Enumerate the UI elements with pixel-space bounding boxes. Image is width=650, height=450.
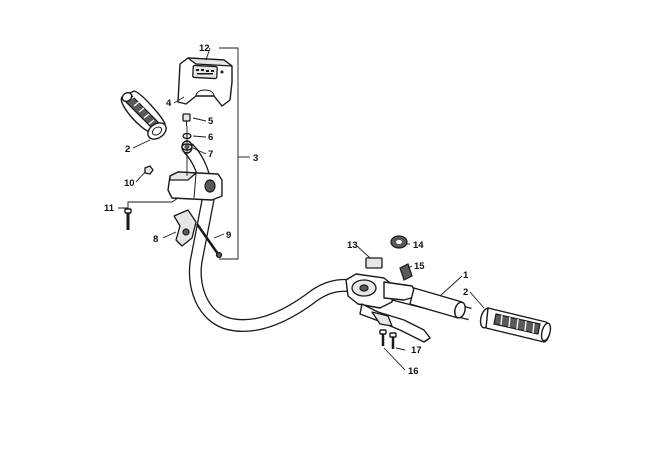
throttle-cover [177,57,233,107]
callout-14: 14 [413,240,424,251]
screw-17 [389,332,397,349]
callout-1: 1 [463,270,469,281]
left-grip [120,90,167,140]
callout-5: 5 [208,116,214,127]
callouts: 12 4 5 6 7 2 3 10 11 8 9 13 14 15 1 2 17… [104,43,469,377]
screw-9 [195,223,223,259]
callout-17: 17 [411,345,422,356]
callout-2-left: 2 [125,144,130,155]
brake-master-cylinder [345,273,419,309]
throttle-housing [167,171,223,201]
callout-7: 7 [208,149,213,160]
right-grip [479,307,552,343]
callout-6: 6 [208,132,213,143]
nut-10 [144,165,154,175]
callout-8: 8 [153,234,158,245]
callout-3: 3 [253,153,258,164]
washer-14 [390,235,408,249]
callout-16: 16 [408,366,419,377]
leader-lines [118,47,485,371]
callout-4: 4 [166,98,172,109]
decal-13 [365,257,383,269]
throttle-lever [173,209,197,247]
callout-10: 10 [124,178,135,189]
callout-15: 15 [414,261,425,272]
brake-lever [359,303,431,343]
callout-12: 12 [199,43,210,54]
screw-11 [124,208,132,230]
screw-5 [182,113,191,126]
callout-13: 13 [347,240,358,251]
callout-9: 9 [226,230,231,241]
screw-16 [379,329,387,346]
callout-2-right: 2 [463,287,468,298]
callout-11: 11 [104,203,115,214]
right-throttle-sleeve [409,287,466,319]
